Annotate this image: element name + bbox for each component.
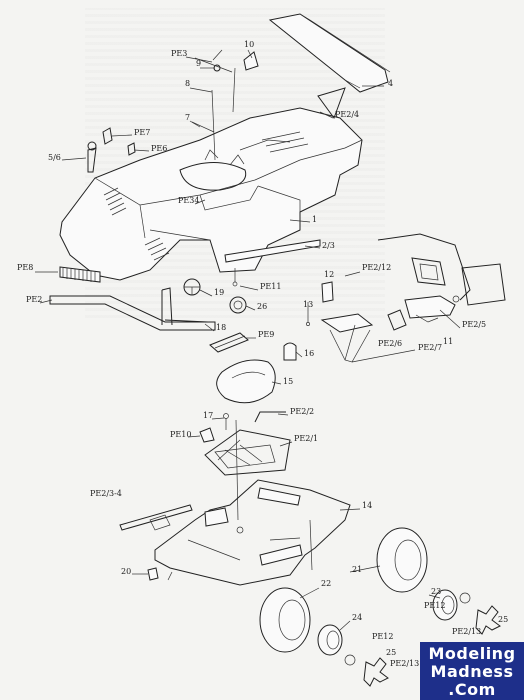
label-19: 19 bbox=[214, 288, 224, 297]
label-12: 12 bbox=[324, 270, 334, 279]
label-16: 16 bbox=[304, 349, 314, 358]
label-pe6: PE6 bbox=[151, 144, 167, 153]
seat-assembly bbox=[209, 332, 297, 404]
label-23: 23 bbox=[431, 587, 441, 596]
label-24: 24 bbox=[352, 613, 362, 622]
label-25-left: 25 bbox=[386, 648, 396, 657]
label-pe2-2: PE2/2 bbox=[290, 407, 314, 416]
label-pe2-13-left: PE2/13 bbox=[390, 659, 419, 668]
mirror-parts bbox=[87, 49, 346, 173]
watermark-logo: Modeling Madness .Com bbox=[420, 642, 524, 700]
label-25-right: 25 bbox=[498, 615, 508, 624]
label-18: 18 bbox=[216, 323, 226, 332]
label-22: 22 bbox=[321, 579, 331, 588]
label-26: 26 bbox=[257, 302, 267, 311]
label-pe2-6: PE2/6 bbox=[378, 339, 402, 348]
label-17: 17 bbox=[203, 411, 213, 420]
label-pe2-5: PE2/5 bbox=[462, 320, 486, 329]
label-pe2-7: PE2/7 bbox=[418, 343, 442, 352]
watermark-line-2: Madness bbox=[430, 662, 514, 681]
label-10: 10 bbox=[244, 40, 254, 49]
label-4: 4 bbox=[388, 79, 393, 88]
part-20 bbox=[147, 567, 159, 581]
label-15: 15 bbox=[283, 377, 293, 386]
label-pe34: PE34 bbox=[178, 196, 199, 205]
side-skirt bbox=[224, 239, 321, 263]
label-13: 13 bbox=[303, 300, 313, 309]
label-8: 8 bbox=[185, 79, 190, 88]
label-pe10: PE10 bbox=[170, 430, 191, 439]
label-pe2: PE2 bbox=[26, 295, 42, 304]
rear-bars bbox=[119, 504, 193, 531]
label-pe2-12: PE2/12 bbox=[362, 263, 391, 272]
part-labels: PE3 10 9 8 4 7 PE2/4 PE7 5/6 PE6 PE34 1 … bbox=[17, 40, 508, 668]
label-1: 1 bbox=[312, 215, 317, 224]
rear-wing bbox=[268, 13, 391, 93]
watermark-line-3: .Com bbox=[448, 680, 496, 699]
dashboard-assembly bbox=[306, 233, 506, 363]
steering-wheel bbox=[161, 268, 247, 326]
label-pe3: PE3 bbox=[171, 49, 187, 58]
label-pe9: PE9 bbox=[258, 330, 274, 339]
label-pe2-3-4: PE2/3-4 bbox=[90, 489, 122, 498]
label-9: 9 bbox=[196, 59, 201, 68]
wheel-set-right bbox=[376, 527, 501, 635]
label-pe2-13-right: PE2/13 bbox=[452, 627, 481, 636]
wheel-set-left bbox=[259, 587, 389, 687]
label-pe2-4: PE2/4 bbox=[335, 110, 359, 119]
label-pe2-1: PE2/1 bbox=[294, 434, 318, 443]
chassis-floor bbox=[154, 479, 351, 586]
label-pe12-left: PE12 bbox=[372, 632, 393, 641]
label-20: 20 bbox=[121, 567, 131, 576]
watermark-line-1: Modeling bbox=[428, 644, 516, 663]
label-pe8: PE8 bbox=[17, 263, 33, 272]
leader-lines bbox=[35, 49, 461, 631]
label-11: 11 bbox=[443, 337, 453, 346]
label-7: 7 bbox=[185, 113, 190, 122]
front-splitter bbox=[49, 266, 216, 331]
label-2-3: 2/3 bbox=[322, 241, 335, 250]
body-shell bbox=[59, 107, 363, 281]
label-pe7: PE7 bbox=[134, 128, 150, 137]
label-5-6: 5/6 bbox=[48, 153, 61, 162]
label-pe12-right: PE12 bbox=[424, 601, 445, 610]
label-21: 21 bbox=[352, 565, 362, 574]
seat-frame bbox=[199, 411, 291, 521]
label-14: 14 bbox=[362, 501, 372, 510]
label-pe11: PE11 bbox=[260, 282, 281, 291]
